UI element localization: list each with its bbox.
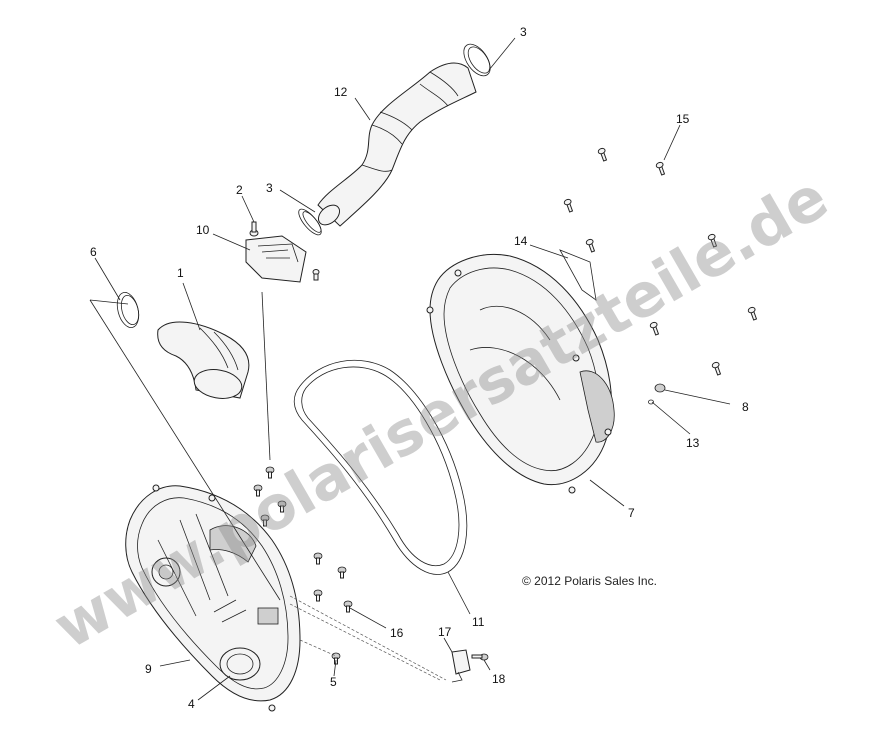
callout-1: 1 — [177, 266, 184, 280]
hose-clamp-upper — [463, 43, 491, 77]
callout-9: 9 — [145, 662, 152, 676]
cover-screws — [563, 147, 758, 376]
callout-3-middle: 3 — [266, 181, 273, 195]
leader-lines — [94, 37, 731, 701]
callout-18: 18 — [492, 672, 506, 686]
callouts: 1 2 3 3 4 5 6 7 8 9 10 11 12 13 14 15 16… — [90, 25, 749, 711]
callout-15: 15 — [676, 112, 690, 126]
outer-clutch-cover — [426, 253, 615, 494]
callout-13: 13 — [686, 436, 700, 450]
clip-bracket — [451, 649, 489, 683]
duct-adapter — [245, 221, 320, 283]
dashed-guide-lines — [289, 595, 447, 681]
callout-10: 10 — [196, 223, 210, 237]
callout-16: 16 — [390, 626, 404, 640]
guide-lines — [89, 291, 281, 601]
hose-clamp-lower — [116, 292, 140, 328]
callout-17: 17 — [438, 625, 452, 639]
callout-6: 6 — [90, 245, 97, 259]
callout-7: 7 — [628, 506, 635, 520]
callout-11: 11 — [472, 615, 485, 629]
elbow-duct — [157, 321, 250, 399]
callout-8: 8 — [742, 400, 749, 414]
watermark-text: www.polarisersatzteile.de — [43, 162, 840, 663]
callout-5: 5 — [330, 675, 337, 689]
callout-2: 2 — [236, 183, 243, 197]
drive-belt — [293, 359, 468, 575]
callout-3-upper: 3 — [520, 25, 527, 39]
drain-plug — [648, 383, 666, 405]
callout-14: 14 — [514, 234, 528, 248]
seal-strip — [559, 249, 597, 301]
hose-clamp-middle — [298, 208, 322, 236]
callout-12: 12 — [334, 85, 348, 99]
intake-duct — [317, 62, 477, 227]
copyright-notice: © 2012 Polaris Sales Inc. — [522, 574, 657, 588]
callout-4: 4 — [188, 697, 195, 711]
inner-cover-bolts — [253, 466, 353, 665]
inner-clutch-cover — [125, 484, 301, 712]
